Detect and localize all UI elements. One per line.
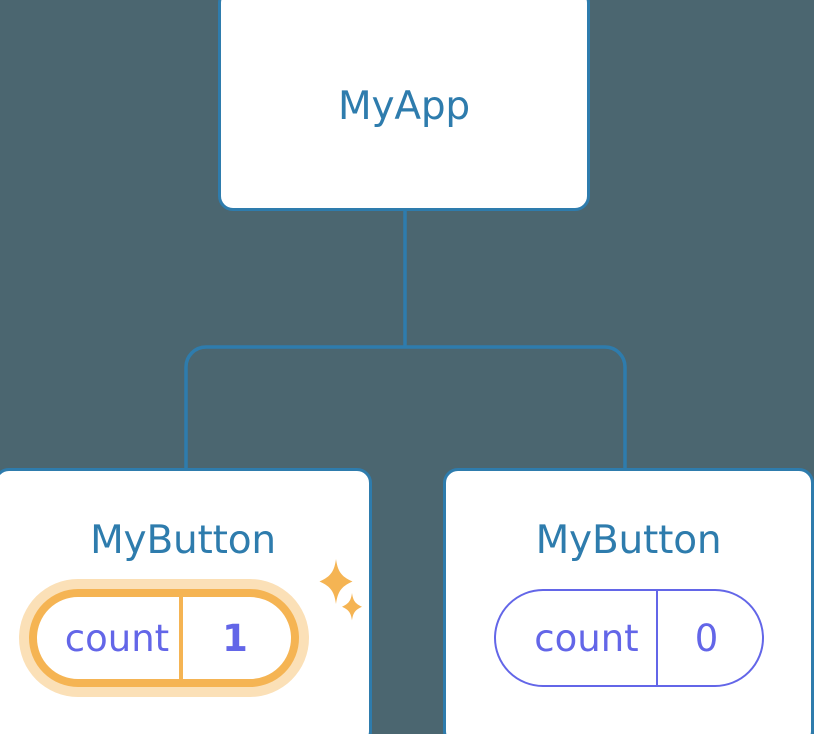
edge-to-left-child <box>184 345 405 470</box>
state-pill-right-value: 0 <box>694 616 719 660</box>
node-mybutton-right-title: MyButton <box>535 518 722 563</box>
state-pill-left[interactable]: count 1 <box>29 589 299 687</box>
state-pill-left-value: 1 <box>222 616 248 660</box>
node-mybutton-left[interactable]: MyButton count 1 <box>0 468 372 734</box>
state-pill-wrap-left: count 1 <box>0 589 369 687</box>
node-myapp-title: MyApp <box>338 84 470 129</box>
state-pill-right-key: count <box>496 591 658 685</box>
state-pill-wrap-right: count 0 <box>446 589 811 687</box>
node-mybutton-right[interactable]: MyButton count 0 <box>443 468 814 734</box>
state-pill-left-key: count <box>37 597 183 679</box>
edge-to-right-child <box>405 345 627 470</box>
node-mybutton-left-title: MyButton <box>90 518 276 563</box>
node-myapp[interactable]: MyApp <box>218 0 590 211</box>
state-pill-right[interactable]: count 0 <box>493 589 764 687</box>
